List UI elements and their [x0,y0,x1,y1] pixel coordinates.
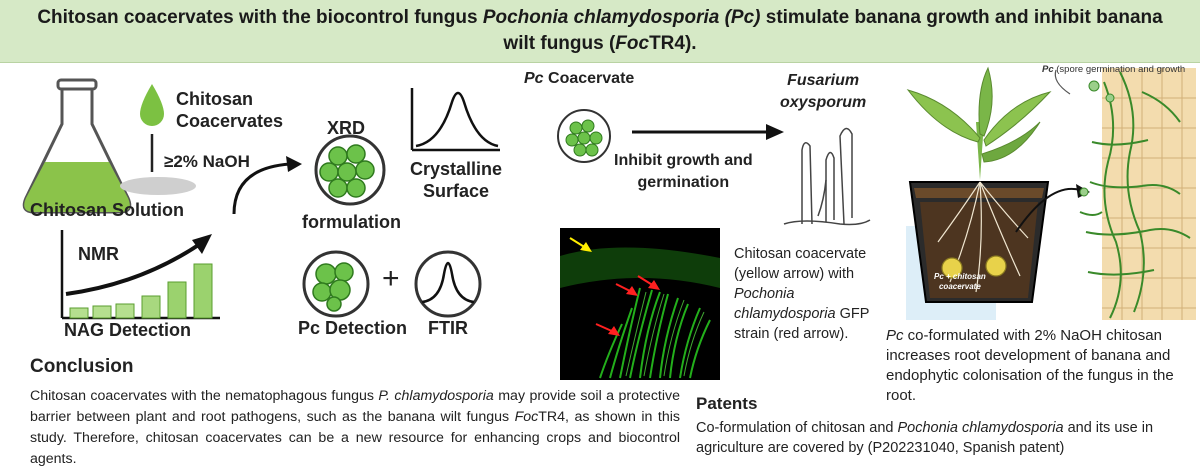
micro-caption-l4b: GFP [835,306,870,322]
pot-label-line2: coacervate [938,282,981,291]
page-title: Chitosan coacervates with the biocontrol… [20,5,1180,57]
micro-caption-l3: Pochonia [734,286,795,302]
surface-line: Surface [423,181,490,201]
right-caption: Pc co-formulated with 2% NaOH chitosan i… [886,326,1174,406]
inhibit-line1: Inhibit growth and [614,152,753,169]
crystalline-line: Crystalline [410,159,503,179]
title-part3: TR4). [649,33,697,54]
right-panel-graphics [906,66,1196,320]
fusarium-hyphae-icon [783,127,871,226]
chitosan-solution-label: Chitosan Solution [30,200,184,220]
right-caption-l3: endophytic colonisation of the fungus in… [886,367,1174,384]
xrd-peak-icon [410,88,500,152]
fusarium-line2: oxysporum [780,94,867,111]
patents-text: Co-formulation of chitosan and Pochonia … [696,418,1186,458]
title-italic2: Foc [615,33,650,54]
left-panel-graphics [22,78,500,320]
chitosan-coacervates-label: Chitosan Coacervates [176,88,283,132]
ftir-peak-icon [414,250,482,318]
fusarium-label: Fusarium oxysporum [780,70,866,114]
microscopy-caption: Chitosan coacervate (yellow arrow) with … [734,244,869,344]
formulation-label: formulation [302,212,401,232]
spore-label-text: (spore germination and growth [1053,64,1186,75]
nmr-bar-chart [60,230,220,320]
pc-coacervate-icon [557,109,611,163]
patents-heading: Patents [696,394,758,413]
conclusion-t1: Chitosan coacervates with the nematophag… [30,388,379,404]
patents-t1: Co-formulation of chitosan and [696,420,898,436]
pc-detection-icon [302,250,370,318]
pc-coacervate-text: Coacervate [543,70,635,87]
spore-label-pc: Pc [1042,64,1054,75]
droplet-icon [140,84,164,126]
nag-detection-label: NAG Detection [64,320,192,340]
conclusion-t3: TR4, as shown in this study. Therefore, … [30,409,680,467]
hyphae-icon [1079,71,1191,319]
coacervate-icon [314,134,386,206]
xrd-label: XRD [327,118,366,138]
right-caption-l4: root. [886,387,917,404]
conclusion-text: Chitosan coacervates with the nematophag… [30,386,680,470]
patents-i1: Pochonia chlamydosporia [897,420,1064,436]
micro-caption-l1: Chitosan coacervate [734,246,867,262]
naoh-label: ≥2% NaOH [164,152,250,171]
pot-label-line1: Pc + chitosan [934,272,986,281]
chitosan-coacervates-line1: Chitosan [176,89,254,109]
root-cell-grid [1102,68,1196,320]
right-caption-l2: increases root development of banana and [886,347,1171,364]
title-banner: Chitosan coacervates with the biocontrol… [0,0,1200,63]
nmr-label: NMR [78,244,119,264]
curved-arrow-icon [232,162,291,215]
micro-caption-l5: strain (red arrow). [734,326,849,342]
conclusion-heading: Conclusion [30,356,134,377]
title-part2: stimulate banana growth and inhibit bana… [503,7,1163,54]
crystalline-surface-label: Crystalline Surface [410,158,502,202]
conclusion-i2: Foc [514,409,539,425]
pc-coacervate-label: Pc Coacervate [524,70,634,88]
title-italic1: Pochonia chlamydosporia (Pc) [482,7,761,28]
micro-caption-l2: (yellow arrow) with [734,266,855,282]
right-caption-pc: Pc [886,327,904,344]
chitosan-coacervates-line2: Coacervates [176,111,284,131]
plus-sign: + [382,262,400,295]
flask-icon [22,78,132,214]
pot-label: Pc + chitosan coacervate [934,272,986,292]
banana-plant-icon [906,66,1052,180]
spore-label: Pc (spore germination and growth [1042,64,1185,75]
conclusion-t2: may provide soil a protective barrier be… [30,388,680,425]
micro-caption-l4: chlamydosporia [734,306,836,322]
pc-detection-label: Pc Detection [298,318,408,338]
right-caption-l1: co-formulated with 2% NaOH chitosan [903,327,1162,344]
inhibit-label: Inhibit growth and germination [614,150,753,194]
ftir-label: FTIR [428,318,468,338]
gfp-microscopy-image [560,228,720,380]
pc-coacervate-pc: Pc [524,70,544,87]
title-part1: Chitosan coacervates with the biocontrol… [37,7,483,28]
patents-t2: and its use in agriculture are covered b… [696,420,1154,456]
conclusion-i1: P. chlamydosporia [378,388,494,404]
fusarium-line1: Fusarium [787,72,860,89]
inhibit-line2: germination [637,174,730,191]
middle-panel-graphics [557,109,871,226]
